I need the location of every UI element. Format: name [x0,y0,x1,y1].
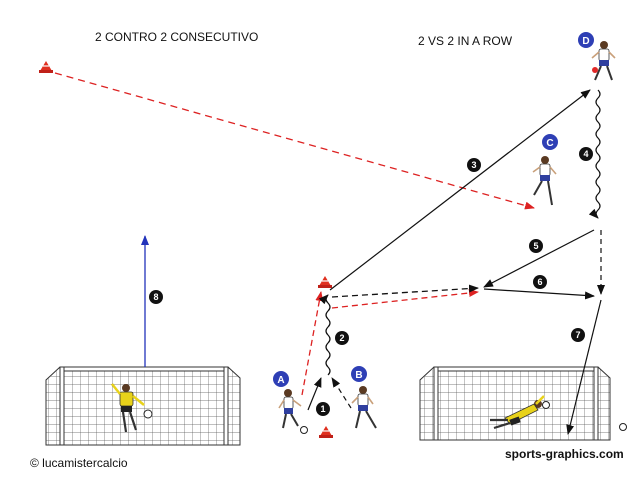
step-number: 5 [533,241,538,251]
ball-icon [300,426,308,434]
player-a: A [273,371,308,434]
step-badge-8: 8 [149,290,163,304]
step-number: 8 [153,292,158,302]
step-number: 6 [537,277,542,287]
step-badge-1: 1 [316,402,330,416]
player-label: D [582,36,589,47]
step-number: 1 [320,404,325,414]
step-number: 4 [583,149,588,159]
goalkeeper-figure-icon [111,383,145,433]
step-badge-5: 5 [529,239,543,253]
player-b: B [351,366,377,429]
player-figure-icon [278,389,302,429]
ball-icon [619,423,627,431]
player-label-badge: A [273,371,289,387]
website-text: sports-graphics.com [505,447,624,461]
player-figure-icon [591,41,616,81]
step-number: 2 [339,333,344,343]
player-figure-icon [532,156,557,206]
player-label: B [355,370,362,381]
movement-lines [54,72,605,435]
goalkeeper-left [111,383,153,433]
cone-icon [318,276,332,288]
ball-icon [542,401,550,409]
title-english: 2 VS 2 IN A ROW [418,34,513,48]
cone-icon [39,61,53,73]
player-d: D [578,32,616,81]
cone-icon [319,426,333,438]
goal-right [419,366,611,441]
title-italian: 2 CONTRO 2 CONSECUTIVO [95,30,258,44]
goalkeeper-figure-icon [490,395,545,430]
player-figure-icon [351,386,377,429]
player-label: C [546,138,553,149]
step-badge-4: 4 [579,147,593,161]
player-label: A [277,375,284,386]
goalkeeper-right [490,395,627,431]
goal-left [45,366,241,446]
step-badge-2: 2 [335,331,349,345]
step-badge-6: 6 [533,275,547,289]
player-label-badge: D [578,32,594,48]
credit-text: © lucamistercalcio [30,456,128,470]
step-number: 3 [471,160,476,170]
ball-icon [143,409,153,419]
step-number: 7 [575,330,580,340]
player-label-badge: C [542,134,558,150]
player-c: C [532,134,558,206]
player-label-badge: B [351,366,367,382]
step-badge-7: 7 [571,328,585,342]
step-badge-3: 3 [467,158,481,172]
